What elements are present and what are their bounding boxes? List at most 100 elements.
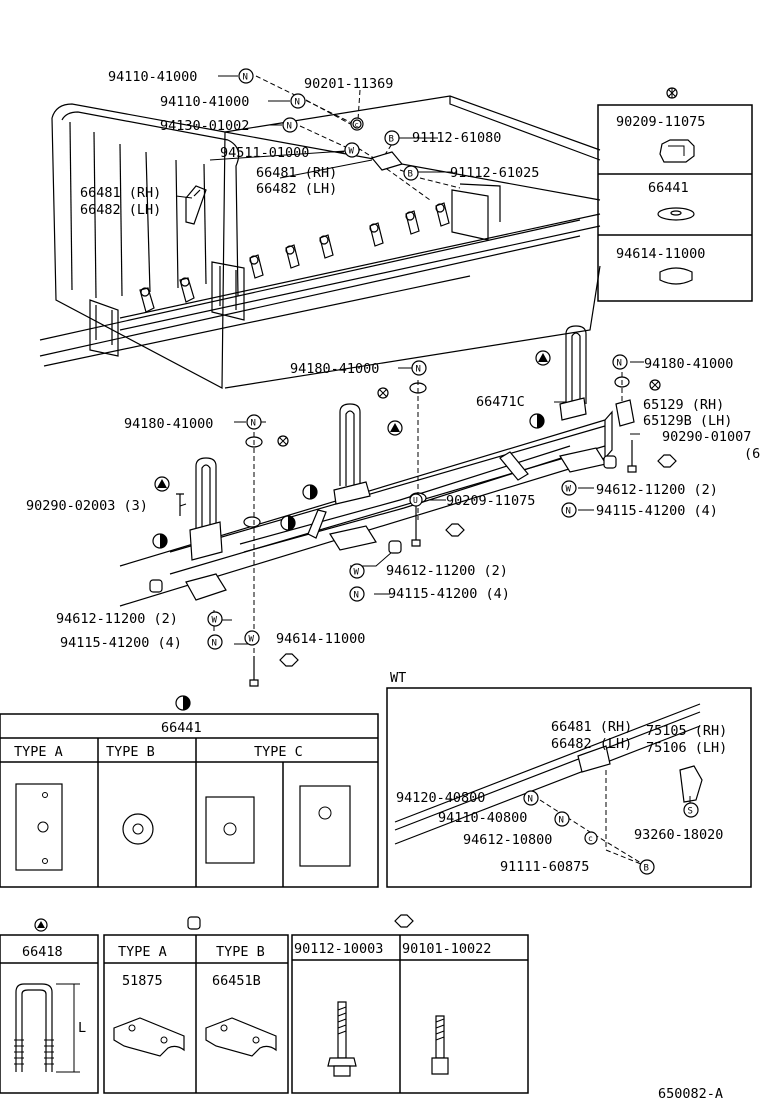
- badge-n-icon: N: [282, 117, 298, 133]
- half-circle-marker-icon: [280, 515, 296, 531]
- label-90290-02003: 90290-02003 (3): [26, 498, 148, 514]
- badge-u-icon: U: [409, 493, 423, 507]
- hexagon-marker-icon: [445, 523, 465, 537]
- seat-66451b: 66451B: [212, 973, 261, 989]
- badge-n-icon: N: [349, 586, 365, 602]
- svg-text:W: W: [212, 616, 218, 626]
- badge-b-icon: B: [403, 165, 419, 181]
- label-90290-01007: 90290-01007: [662, 429, 751, 445]
- table-66418: 66418 L: [0, 934, 99, 1094]
- type-b-header: TYPE B: [106, 744, 155, 760]
- svg-text:N: N: [566, 507, 571, 517]
- svg-text:N: N: [243, 73, 248, 83]
- label-65129-rh: 65129 (RH): [643, 397, 724, 413]
- badge-n-icon: N: [523, 790, 539, 806]
- svg-text:N: N: [559, 816, 564, 826]
- half-circle-marker-icon: [152, 533, 168, 549]
- circle-badges: N N N c B W B N N N U W N W N W N W: [207, 68, 628, 650]
- svg-text:W: W: [354, 568, 360, 578]
- badge-w-icon: W: [349, 563, 365, 579]
- svg-text:B: B: [389, 135, 394, 145]
- label-94612-11200-mid: 94612-11200 (2): [386, 563, 508, 579]
- spacer-icon: [659, 267, 693, 285]
- label-66482-lh-upper: 66482 (LH): [256, 181, 337, 197]
- hexagon-marker-icon: [279, 653, 299, 667]
- shape-markers: [34, 87, 678, 932]
- badge-w-icon: W: [207, 611, 223, 627]
- badge-w-icon: W: [244, 630, 260, 646]
- asterisk-marker-icon: [649, 379, 661, 391]
- label-91112-61080: 91112-61080: [412, 130, 501, 146]
- wt-93260-18020: 93260-18020: [634, 827, 723, 843]
- badge-b-icon: B: [384, 130, 400, 146]
- label-90201-11369: 90201-11369: [304, 76, 393, 92]
- pad-type-b-icon: [122, 813, 154, 845]
- legend-94614-11000: 94614-11000: [616, 246, 705, 262]
- half-circle-marker-icon: [302, 484, 318, 500]
- bolt-90112-10003: 90112-10003: [294, 941, 383, 957]
- svg-text:U: U: [413, 496, 418, 505]
- label-6-count: (6: [744, 446, 760, 462]
- triangle-marker-icon: [535, 350, 551, 366]
- svg-text:c: c: [355, 121, 359, 129]
- svg-text:c: c: [588, 834, 593, 843]
- svg-text:N: N: [528, 795, 533, 805]
- dimension-l: L: [78, 1020, 86, 1036]
- spring-seat-a-icon: [113, 1017, 185, 1057]
- wt-66481-rh: 66481 (RH): [551, 719, 632, 735]
- u-bolt-icon: [15, 983, 53, 1072]
- svg-text:N: N: [295, 98, 300, 108]
- wt-75105-rh: 75105 (RH): [646, 723, 727, 739]
- badge-c-icon: c: [352, 119, 362, 129]
- triangle-marker-icon: [154, 476, 170, 492]
- label-94614-11000: 94614-11000: [276, 631, 365, 647]
- triangle-marker-icon: [387, 420, 403, 436]
- badge-n-icon: N: [561, 502, 577, 518]
- pad-type-c-small-icon: [205, 796, 255, 864]
- badge-n-icon: N: [612, 354, 628, 370]
- svg-text:W: W: [249, 635, 255, 645]
- label-91112-61025: 91112-61025: [450, 165, 539, 181]
- badge-n-icon: N: [246, 414, 262, 430]
- label-94612-11200-left: 94612-11200 (2): [56, 611, 178, 627]
- label-94511-01000: 94511-01000: [220, 145, 309, 161]
- label-94110-41000-a: 94110-41000: [108, 69, 197, 85]
- badge-w-icon: W: [561, 480, 577, 496]
- table-spring-seat: TYPE A TYPE B 51875 66451B: [103, 934, 289, 1094]
- label-90209-11075: 90209-11075: [446, 493, 535, 509]
- svg-text:S: S: [688, 807, 693, 817]
- badge-n-icon: N: [238, 68, 254, 84]
- label-65129b-lh: 65129B (LH): [643, 413, 732, 429]
- wt-66482-lh: 66482 (LH): [551, 736, 632, 752]
- square-marker-icon: [603, 455, 617, 469]
- svg-text:N: N: [416, 365, 421, 375]
- asterisk-marker-icon: [277, 435, 289, 447]
- wt-91111-60875: 91111-60875: [500, 859, 589, 875]
- label-94115-41200-mid: 94115-41200 (4): [388, 586, 510, 602]
- frame-spring-drawing: [119, 325, 637, 687]
- wt-box: WT 66481 (RH) 66482 (LH) 75105 (RH) 7510…: [386, 670, 752, 888]
- flange-bolt-icon: [337, 1001, 347, 1059]
- nut-icon: [659, 139, 695, 163]
- table-66418-title: 66418: [22, 944, 63, 960]
- label-94115-41200-left: 94115-41200 (4): [60, 635, 182, 651]
- legend-66441: 66441: [648, 180, 689, 196]
- bolt-90101-10022: 90101-10022: [402, 941, 491, 957]
- label-94180-41000-center: 94180-41000: [290, 361, 379, 377]
- svg-text:N: N: [354, 591, 359, 601]
- label-94110-41000-b: 94110-41000: [160, 94, 249, 110]
- wt-94612-10800: 94612-10800: [463, 832, 552, 848]
- seat-type-a-header: TYPE A: [118, 944, 167, 960]
- legend-90209-11075: 90209-11075: [616, 114, 705, 130]
- svg-text:B: B: [408, 170, 413, 180]
- svg-text:B: B: [644, 864, 649, 874]
- square-marker-icon: [187, 916, 201, 930]
- svg-text:N: N: [251, 419, 256, 429]
- badge-n-icon: N: [554, 811, 570, 827]
- svg-text:N: N: [212, 639, 217, 649]
- seat-51875: 51875: [122, 973, 163, 989]
- label-94180-41000-left: 94180-41000: [124, 416, 213, 432]
- square-marker-icon: [149, 579, 163, 593]
- label-94612-11200-right: 94612-11200 (2): [596, 482, 718, 498]
- badge-w-icon: W: [344, 142, 360, 158]
